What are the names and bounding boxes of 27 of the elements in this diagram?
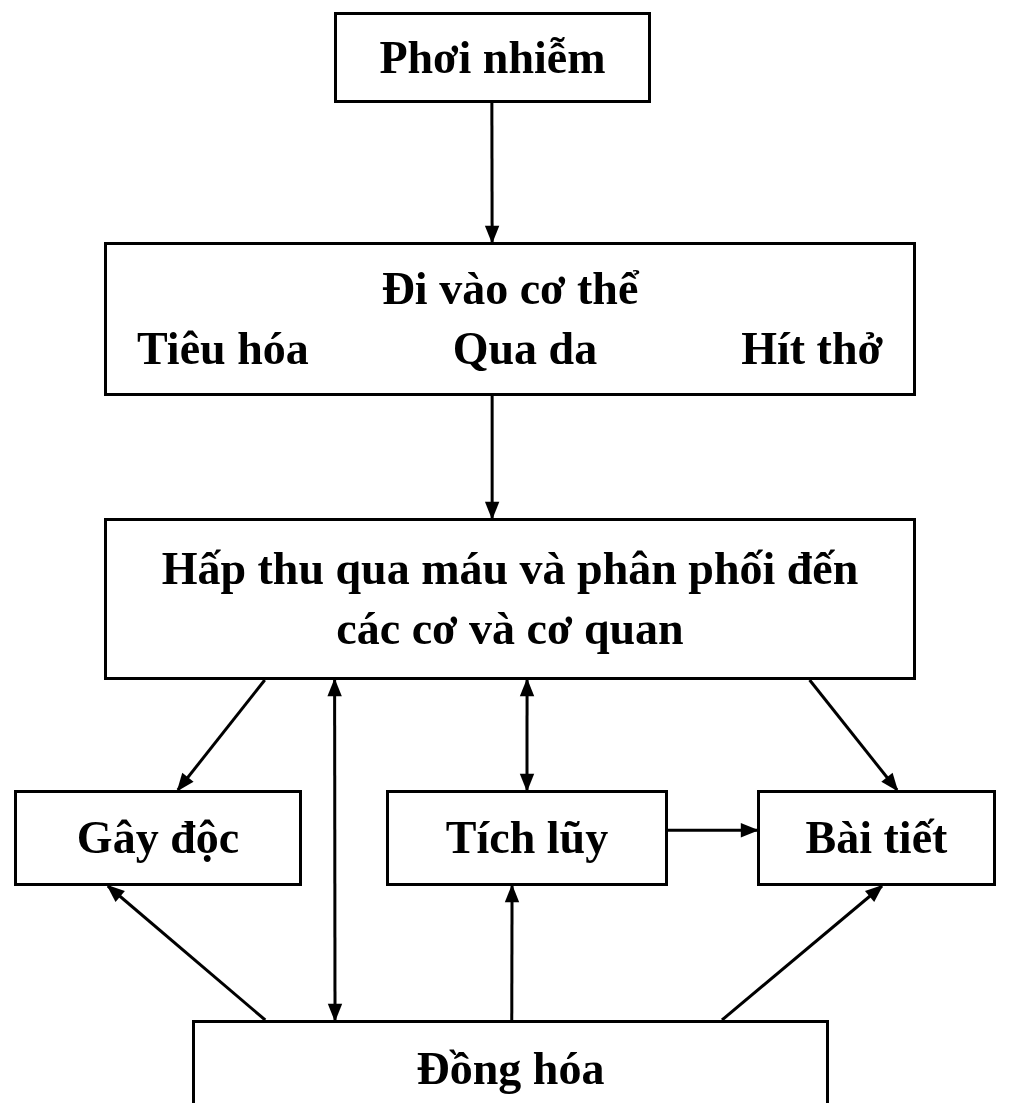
box-text: Gây độc (76, 811, 240, 866)
route-text: Tiêu hóa (137, 322, 309, 376)
arrow (327, 678, 343, 1022)
arrow (176, 679, 266, 792)
heading-text: Đi vào cơ thể (381, 262, 639, 317)
box-text: Phơi nhiễm (379, 30, 606, 85)
route-text: Hít thở (741, 322, 883, 376)
arrow (668, 823, 759, 838)
process-box (757, 790, 996, 886)
arrow (504, 884, 520, 1020)
process-box (192, 1020, 829, 1103)
arrow (484, 396, 500, 520)
route-text: Qua da (452, 322, 598, 376)
arrow (808, 679, 899, 792)
box-text: Hấp thu qua máu và phân phối đến các cơ và cơ quan (160, 542, 860, 656)
process-box (334, 12, 651, 103)
process-box (14, 790, 302, 886)
arrow (106, 884, 267, 1022)
arrow (519, 678, 535, 792)
box-text: Bài tiết (805, 811, 948, 866)
process-box (104, 518, 916, 680)
arrow (484, 103, 500, 244)
process-box (386, 790, 668, 886)
process-box (104, 242, 916, 396)
arrow (721, 884, 884, 1022)
box-text: Đồng hóa (416, 1042, 605, 1097)
box-text: Tích lũy (445, 811, 609, 866)
